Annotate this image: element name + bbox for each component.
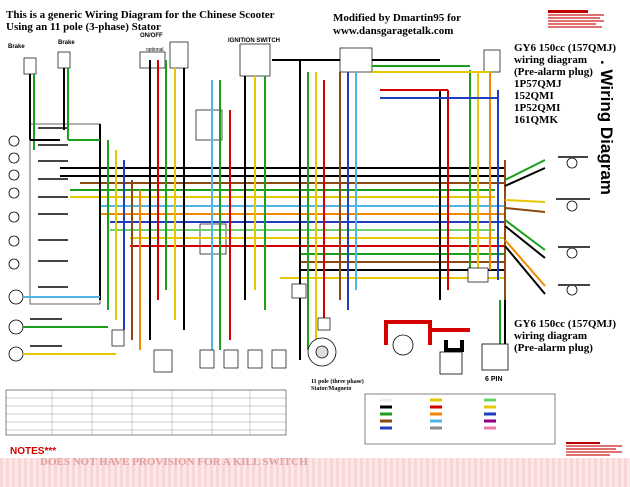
title-line-2: Using an 11 pole (3-phase) Stator xyxy=(6,21,161,33)
pins-label: 6 PIN xyxy=(485,376,503,383)
notes-body: DOES NOT HAVE PROVISION FOR A KILL SWITC… xyxy=(40,456,308,468)
lamp-icon xyxy=(8,187,20,199)
diagram-title: This is a generic Wiring Diagram for the… xyxy=(6,9,275,33)
lamp-icon xyxy=(566,247,578,259)
lamp-icon xyxy=(8,289,24,305)
battery-icon xyxy=(439,351,463,375)
gy6-top-line4: 1P57QMJ xyxy=(514,78,562,90)
regulator xyxy=(467,267,489,283)
6-pin-connector xyxy=(481,343,509,371)
lamp-icon xyxy=(8,135,20,147)
button-switch xyxy=(271,349,287,369)
bottom-note xyxy=(566,441,626,467)
stator-line-2: Stator/Magneto xyxy=(311,386,352,392)
gy6-bottom-line2: wiring diagram xyxy=(514,330,588,342)
gy6-top-line1: GY6 150cc (157QMJ) xyxy=(514,42,617,54)
starter-motor-icon xyxy=(392,334,414,356)
lamp-icon xyxy=(8,211,20,223)
gy6-top-line6: 1P52QMI xyxy=(514,102,561,114)
lamp-icon xyxy=(8,346,24,362)
stator-line-1: 11 pole (three phase) xyxy=(311,379,364,385)
left-lamps xyxy=(8,135,24,362)
top-note xyxy=(548,9,608,47)
connector-block xyxy=(195,109,223,141)
on-off-label: ON/OFF xyxy=(140,33,163,39)
ignition-switch-label: IGNITION SWITCH xyxy=(228,38,280,44)
credits: Modified by Dmartin95 for www.dansgarage… xyxy=(333,12,461,38)
relay-box xyxy=(111,329,125,347)
brake-switch-left xyxy=(23,57,37,75)
lamp-icon xyxy=(566,200,578,212)
website: www.dansgaragetalk.com xyxy=(333,25,454,37)
gy6-top-line5: 152QMI xyxy=(514,90,554,102)
switch-table xyxy=(5,389,287,436)
lamp-icon xyxy=(566,157,578,169)
lamp-icon xyxy=(8,169,20,181)
notes-heading: NOTES*** xyxy=(10,446,57,457)
button-switch xyxy=(247,349,263,369)
fuse-box xyxy=(291,283,307,299)
title-line-1: This is a generic Wiring Diagram for the… xyxy=(6,9,275,21)
relay xyxy=(317,317,331,331)
start-switch xyxy=(169,41,189,69)
on-off-switch xyxy=(139,51,166,69)
gy6-top-line2: wiring diagram xyxy=(514,54,588,66)
modified-by: Modified by Dmartin95 for xyxy=(333,12,462,24)
lamp-icon xyxy=(566,284,578,296)
gy6-top-line3: (Pre-alarm plug) xyxy=(514,66,593,78)
lamp-icon xyxy=(8,319,24,335)
brake-switch-right xyxy=(57,51,71,69)
stator-label: 11 pole (three phase) Stator/Magneto xyxy=(311,379,364,393)
gy6-info-bottom: GY6 150cc (157QMJ) wiring diagram (Pre-a… xyxy=(514,318,616,354)
fuel-unit xyxy=(483,49,501,73)
brake-label-right: Brake xyxy=(58,40,75,46)
button-switch xyxy=(223,349,239,369)
button-switch xyxy=(199,349,215,369)
gy6-info-top: GY6 150cc (157QMJ) wiring diagram (Pre-a… xyxy=(514,42,616,126)
brake-label-left: Brake xyxy=(8,44,25,50)
notes-band xyxy=(0,458,630,487)
cdi-unit xyxy=(339,47,373,73)
color-legend xyxy=(364,393,556,445)
lamp-icon xyxy=(8,258,20,270)
gy6-bottom-line1: GY6 150cc (157QMJ) xyxy=(514,318,617,330)
gy6-top-line7: 161QMK xyxy=(514,114,558,126)
flasher-relay xyxy=(153,349,173,373)
lamp-icon xyxy=(8,152,20,164)
optional-label: optional xyxy=(146,47,164,53)
gy6-bottom-line3: (Pre-alarm plug) xyxy=(514,342,593,354)
ignition-switch xyxy=(239,43,271,77)
lamp-icon xyxy=(8,235,20,247)
